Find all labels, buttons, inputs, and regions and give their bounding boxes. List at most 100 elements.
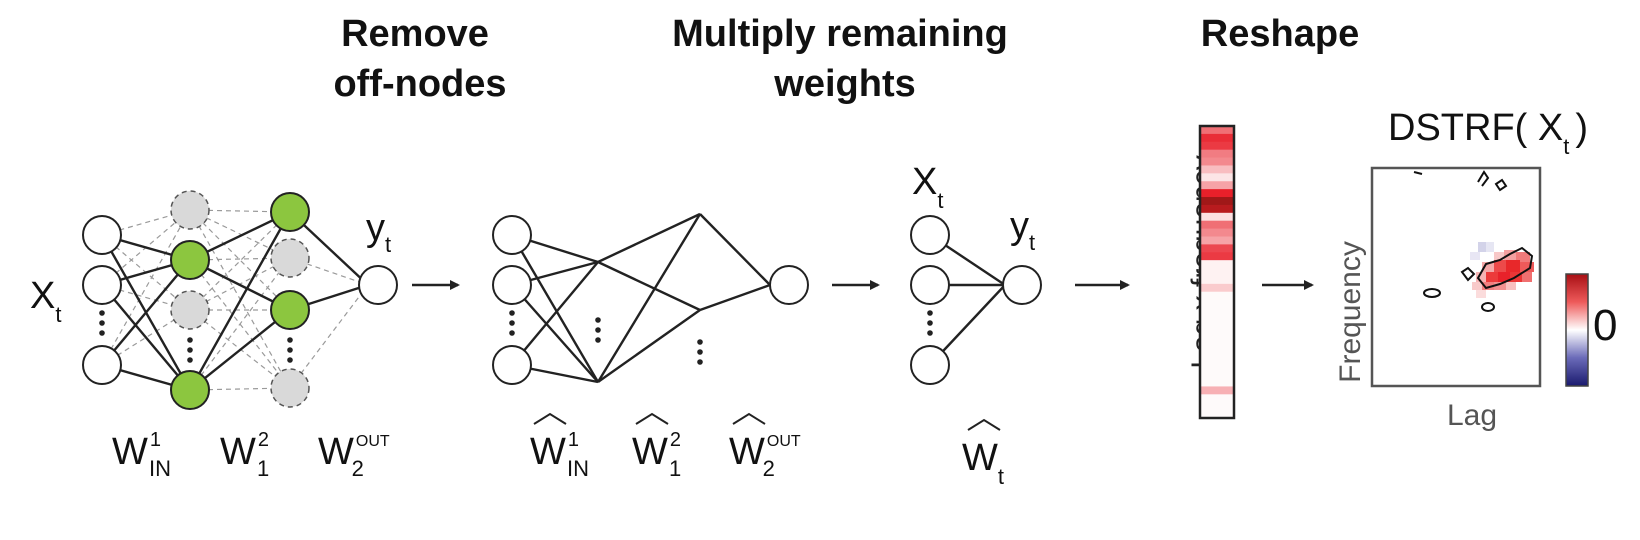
- output-node: [769, 265, 809, 305]
- vector-cell: [1200, 275, 1234, 285]
- vector-cell: [1200, 307, 1234, 316]
- network-linear: Xt yt Wt: [910, 161, 1042, 489]
- dstrf-xlabel: Lag: [1447, 399, 1497, 432]
- ghost-edges: [101, 209, 369, 391]
- dstrf-contours: [1413, 170, 1534, 312]
- title-remove-line2: off-nodes: [333, 63, 506, 105]
- output-node: [358, 265, 398, 305]
- ellipsis-dots: [99, 310, 105, 336]
- ellipsis-dots: [927, 310, 933, 336]
- input-node: [910, 345, 950, 385]
- dstrf-title: DSTRF( Xt): [1388, 107, 1588, 159]
- output-node: [1002, 265, 1042, 305]
- weight-vector: Lag x frequency: [1186, 124, 1236, 420]
- input-node: [82, 215, 122, 255]
- input-node: [82, 345, 122, 385]
- input-node: [82, 265, 122, 305]
- vector-cell: [1200, 378, 1234, 388]
- vector-cell: [1200, 291, 1234, 301]
- vector-cell: [1200, 339, 1234, 348]
- on-node: [170, 370, 210, 410]
- vector-cell: [1200, 173, 1234, 182]
- off-node: [270, 238, 310, 278]
- vector-cell: [1200, 354, 1234, 364]
- title-remove-line1: Remove: [341, 13, 489, 55]
- colorbar-tick-zero: 0: [1593, 301, 1617, 350]
- vector-cell: [1200, 157, 1234, 167]
- output-label: yt: [1010, 205, 1035, 255]
- vector-cell: [1200, 204, 1234, 214]
- ellipsis-dots: [287, 337, 293, 363]
- input-label: Xt: [30, 275, 61, 327]
- input-node: [910, 265, 950, 305]
- hat-mark: [967, 418, 1001, 431]
- input-node: [492, 345, 532, 385]
- vector-cell: [1200, 141, 1234, 151]
- vector-cell: [1200, 283, 1234, 293]
- vector-cell: [1200, 220, 1234, 230]
- off-node: [170, 290, 210, 330]
- dstrf-panel: DSTRF( Xt) Frequency Lag: [1334, 107, 1617, 432]
- dstrf-frame: [1370, 166, 1542, 388]
- vector-cell: [1200, 299, 1234, 309]
- vector-cell: [1200, 133, 1234, 143]
- hat-mark: [732, 412, 766, 425]
- vector-cell: [1200, 244, 1234, 253]
- vector-cell: [1200, 386, 1234, 395]
- title-reshape: Reshape: [1201, 13, 1359, 55]
- vector-cell: [1200, 323, 1234, 332]
- vector-cell: [1200, 402, 1234, 411]
- vector-cell: [1200, 346, 1234, 356]
- output-label: yt: [366, 207, 391, 257]
- ellipsis-dots: [509, 310, 703, 365]
- vector-cells: [1200, 126, 1234, 419]
- vector-cell: [1200, 236, 1234, 245]
- input-node: [492, 265, 532, 305]
- vector-cell: [1200, 165, 1234, 174]
- hat-mark: [533, 412, 567, 425]
- title-multiply-line1: Multiply remaining: [672, 13, 1008, 55]
- ellipsis-dots: [187, 337, 193, 363]
- vector-cell: [1200, 260, 1234, 269]
- vector-frame: [1198, 124, 1236, 420]
- hat-mark: [635, 412, 669, 425]
- vector-cell: [1200, 189, 1234, 198]
- on-node: [270, 192, 310, 232]
- on-node: [270, 290, 310, 330]
- vector-cell: [1200, 212, 1234, 222]
- vector-cell: [1200, 197, 1234, 206]
- vector-cell: [1200, 268, 1234, 277]
- vector-cell: [1200, 394, 1234, 403]
- vector-cell: [1200, 228, 1234, 238]
- vector-cell: [1200, 252, 1234, 261]
- off-node: [270, 368, 310, 408]
- vector-cell: [1200, 315, 1234, 324]
- vector-cell: [1200, 331, 1234, 340]
- input-label: Xt: [912, 161, 943, 213]
- title-multiply-line2: weights: [773, 63, 915, 105]
- vector-cell: [1200, 149, 1234, 159]
- vector-cell: [1200, 126, 1234, 135]
- vector-cell: [1200, 362, 1234, 372]
- vector-cell: [1200, 410, 1234, 419]
- active-edges: [100, 210, 369, 392]
- vector-cell: [1200, 370, 1234, 380]
- pruned-edges: [510, 212, 771, 384]
- colorbar: [1565, 273, 1589, 387]
- weight-linear-label: Wt: [962, 437, 1004, 489]
- on-node: [170, 240, 210, 280]
- off-node: [170, 190, 210, 230]
- vector-cell: [1200, 181, 1234, 190]
- input-node: [492, 215, 532, 255]
- dstrf-ylabel: Frequency: [1334, 241, 1367, 383]
- input-node: [910, 215, 950, 255]
